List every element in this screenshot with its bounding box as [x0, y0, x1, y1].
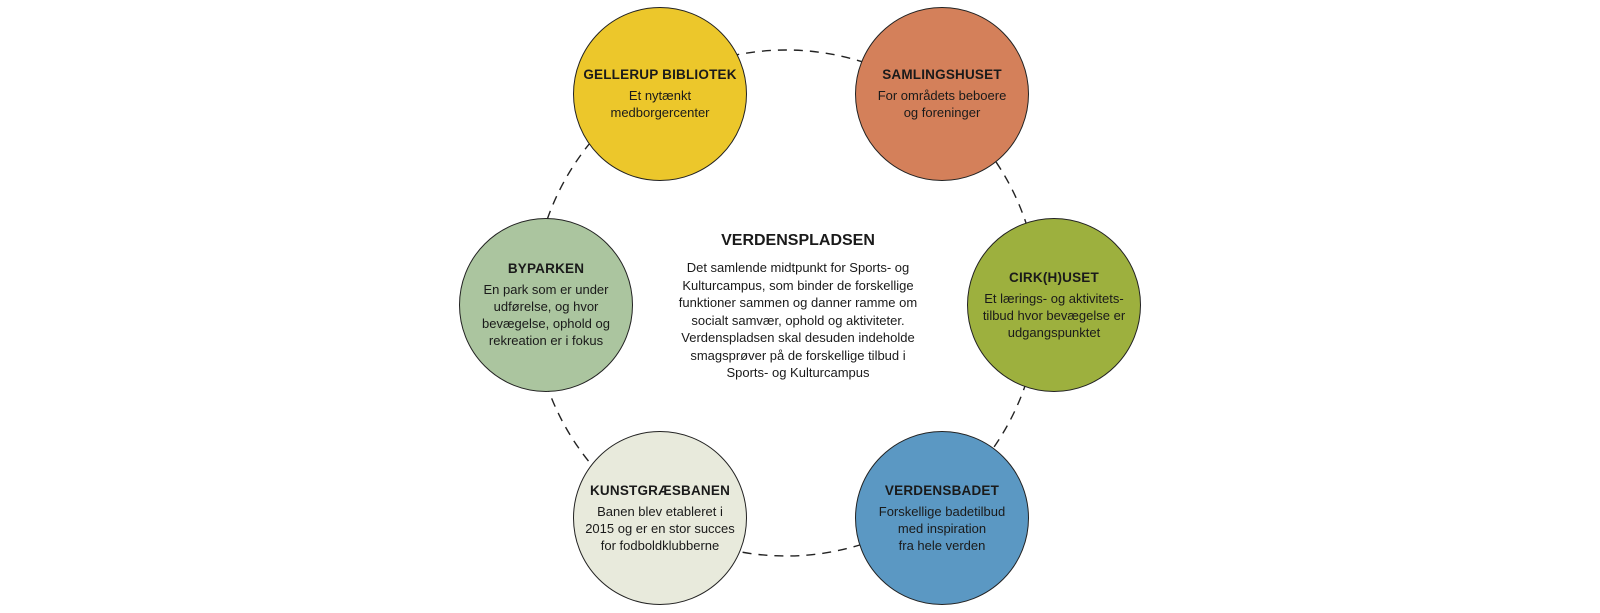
node-title: GELLERUP BIBLIOTEK	[583, 67, 737, 82]
node-description: Et lærings- og aktivitets- tilbud hvor b…	[982, 290, 1126, 340]
node-byparken: BYPARKEN En park som er under udførelse,…	[459, 218, 633, 392]
node-title: KUNSTGRÆSBANEN	[589, 482, 731, 498]
node-cirkhuset: CIRK(H)USET Et lærings- og aktivitets- t…	[967, 218, 1141, 392]
node-description: En park som er under udførelse, og hvor …	[482, 282, 610, 348]
node-title: CIRK(H)USET	[1009, 269, 1099, 285]
node-title: VERDENSBADET	[884, 482, 1000, 498]
node-description: Forskellige badetilbud med inspiration f…	[878, 503, 1006, 553]
node-title: SAMLINGSHUSET	[882, 67, 1002, 82]
node-gellerup-bibliotek: GELLERUP BIBLIOTEK Et nytænkt medborgerc…	[573, 7, 747, 181]
node-samlingshuset: SAMLINGSHUSET For områdets beboere og fo…	[855, 7, 1029, 181]
center-title: VERDENSPLADSEN	[721, 232, 875, 249]
node-kunstgraesbanen: KUNSTGRÆSBANEN Banen blev etableret i 20…	[573, 431, 747, 605]
node-verdensbadet: VERDENSBADET Forskellige badetilbud med …	[855, 431, 1029, 605]
node-description: Banen blev etableret i 2015 og er en sto…	[585, 503, 735, 553]
center-description: Det samlende midtpunkt for Sports- og Ku…	[678, 260, 918, 380]
node-title: BYPARKEN	[507, 261, 585, 276]
node-description: Et nytænkt medborgercenter	[610, 88, 710, 120]
node-description: For områdets beboere og foreninger	[877, 88, 1007, 120]
center-text-verdenspladsen: VERDENSPLADSEN Det samlende midtpunkt fo…	[648, 232, 948, 382]
